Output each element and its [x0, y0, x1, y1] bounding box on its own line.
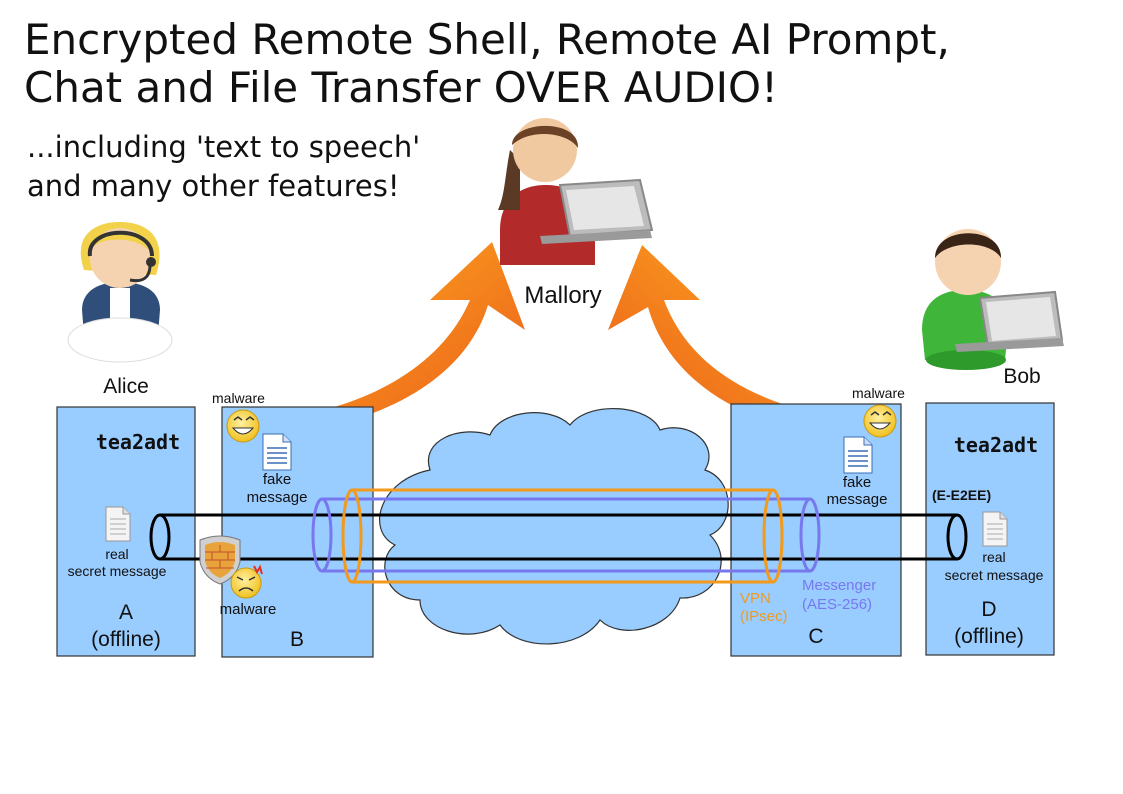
- box-c-letter: C: [808, 625, 823, 648]
- vpn-label-line2: (IPsec): [740, 608, 788, 625]
- document-icon: [982, 511, 1008, 547]
- box-b-fake-line1: fake: [263, 471, 291, 488]
- box-c-fake-line2: message: [827, 491, 888, 508]
- box-d-message-line1: real: [982, 549, 1005, 565]
- box-d-message-line2: secret message: [945, 567, 1044, 583]
- fake-document-icon: [843, 436, 873, 474]
- arrow-right-to-mallory: [608, 245, 840, 433]
- bob-label: Bob: [1003, 365, 1040, 388]
- grin-face-icon: [226, 409, 260, 443]
- vpn-label-line1: VPN: [740, 590, 771, 607]
- box-a-app-name: tea2adt: [96, 430, 180, 454]
- box-a-status: (offline): [91, 628, 161, 651]
- box-a-message-line2: secret message: [68, 563, 167, 579]
- mallory-label: Mallory: [524, 282, 601, 309]
- box-c: [730, 403, 902, 657]
- box-d-status: (offline): [954, 625, 1024, 648]
- box-b-malware-top: malware: [212, 390, 265, 406]
- bob-laptop-person-icon: [922, 229, 1064, 370]
- box-d-letter: D: [981, 598, 996, 621]
- mallory-person-icon: [498, 118, 654, 265]
- box-c-fake-line1: fake: [843, 474, 871, 491]
- box-b-fake-line2: message: [247, 489, 308, 506]
- arrow-left-to-mallory: [270, 242, 525, 435]
- box-b-letter: B: [290, 628, 304, 651]
- box-d-e2ee-tag: (E-E2EE): [932, 487, 991, 503]
- shield-firewall-icon: [199, 535, 241, 585]
- vpn-tube: [341, 488, 784, 584]
- messenger-tube: [311, 497, 821, 573]
- box-b: [221, 406, 374, 658]
- box-a-letter: A: [119, 601, 133, 624]
- cloud-icon: [379, 407, 729, 645]
- box-c-malware-top: malware: [852, 385, 905, 401]
- fake-document-icon: [262, 433, 292, 471]
- page-title: Encrypted Remote Shell, Remote AI Prompt…: [24, 15, 950, 112]
- page-subtitle: ...including 'text to speech' and many o…: [27, 130, 421, 203]
- messenger-label-line2: (AES-256): [802, 596, 872, 613]
- angry-face-icon: [230, 564, 263, 599]
- document-icon: [105, 506, 131, 542]
- alice-label: Alice: [103, 375, 149, 398]
- box-a-message-line1: real: [105, 546, 128, 562]
- alice-headset-person-icon: [67, 222, 173, 363]
- messenger-label-line1: Messenger: [802, 577, 876, 594]
- e2ee-wire-tube: [149, 513, 968, 561]
- grin-face-icon: [863, 404, 897, 438]
- box-b-malware-bottom: malware: [220, 601, 277, 618]
- box-d-app-name: tea2adt: [954, 433, 1038, 457]
